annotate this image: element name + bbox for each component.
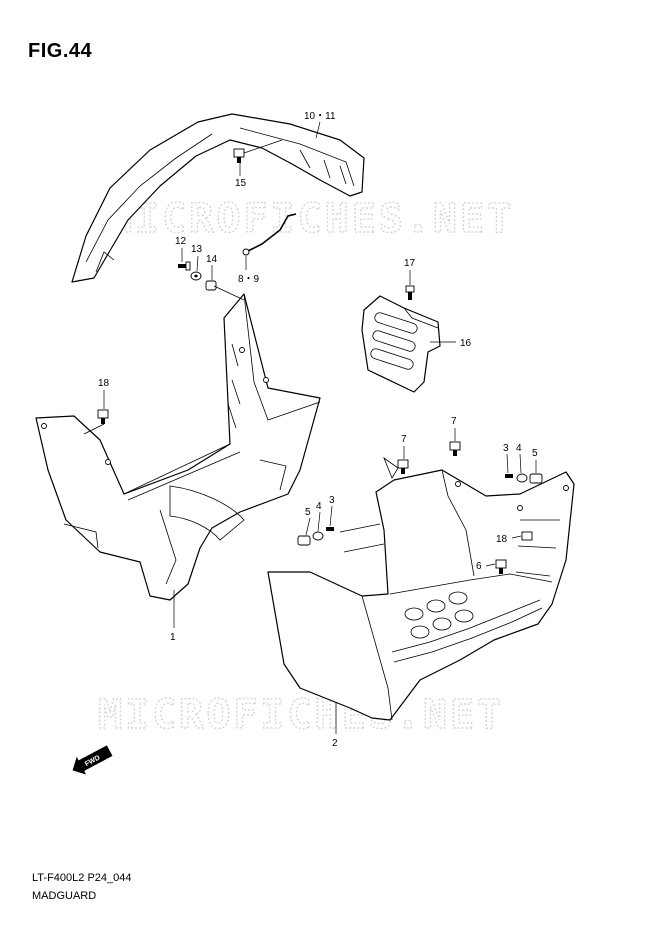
hardware-bolt-12 [178,261,191,271]
callout-3-right: 3 [503,443,509,454]
hardware-nut-14 [205,280,217,291]
hardware-washer-4-right [516,473,528,483]
callout-5-right: 5 [532,448,538,459]
callout-7-top: 7 [451,416,457,427]
callout-13: 13 [191,244,203,255]
part-left-mudguard [35,293,321,601]
fwd-arrow-icon: FWD [72,745,113,775]
callout-8-9: 8・9 [238,274,260,285]
hardware-bolt-7-mid [397,459,409,474]
part-splash-plate [361,295,441,393]
hardware-bolt-18-left [97,409,109,424]
part-bracket-rod [242,213,297,256]
callout-18-right: 18 [496,534,508,545]
callout-15: 15 [235,178,247,189]
callout-2: 2 [332,738,338,749]
part-fender-strip [71,113,365,283]
callout-5-left: 5 [305,507,311,518]
hardware-collar-5-left [297,535,311,546]
hardware-washer-13 [190,271,202,281]
callout-17: 17 [404,258,416,269]
hardware-bolt-6 [495,559,507,574]
hardware-bolt-7-top [449,441,461,456]
callout-4-right: 4 [516,443,522,454]
hardware-bolt-18-right [521,531,533,541]
hardware-bolt-15 [233,148,245,163]
callout-10-11: 10・11 [304,111,336,122]
callout-4-left: 4 [316,501,322,512]
hardware-bolt-3-left [326,527,334,531]
hardware-collar-5-right [529,473,543,484]
callout-1: 1 [170,632,176,643]
callout-14: 14 [206,254,218,265]
callout-16: 16 [460,338,472,349]
hardware-bolt-3-right [505,474,513,478]
callout-18-left: 18 [98,378,110,389]
leader-lines [83,121,537,734]
callout-12: 12 [175,236,187,247]
model-code: LT-F400L2 P24_044 [32,872,132,884]
callout-3-left: 3 [329,495,335,506]
watermark-bottom: MICROFICHES.NET [98,692,504,738]
callout-7-mid: 7 [401,434,407,445]
part-right-mudguard [267,456,575,721]
callout-6: 6 [476,561,482,572]
hardware-washer-4-left [312,531,324,541]
figure-title: FIG.44 [28,40,93,62]
watermark-top: MICROFICHES.NET [108,196,514,242]
hardware-bolt-17 [405,285,415,300]
section-name: MADGUARD [32,890,97,902]
